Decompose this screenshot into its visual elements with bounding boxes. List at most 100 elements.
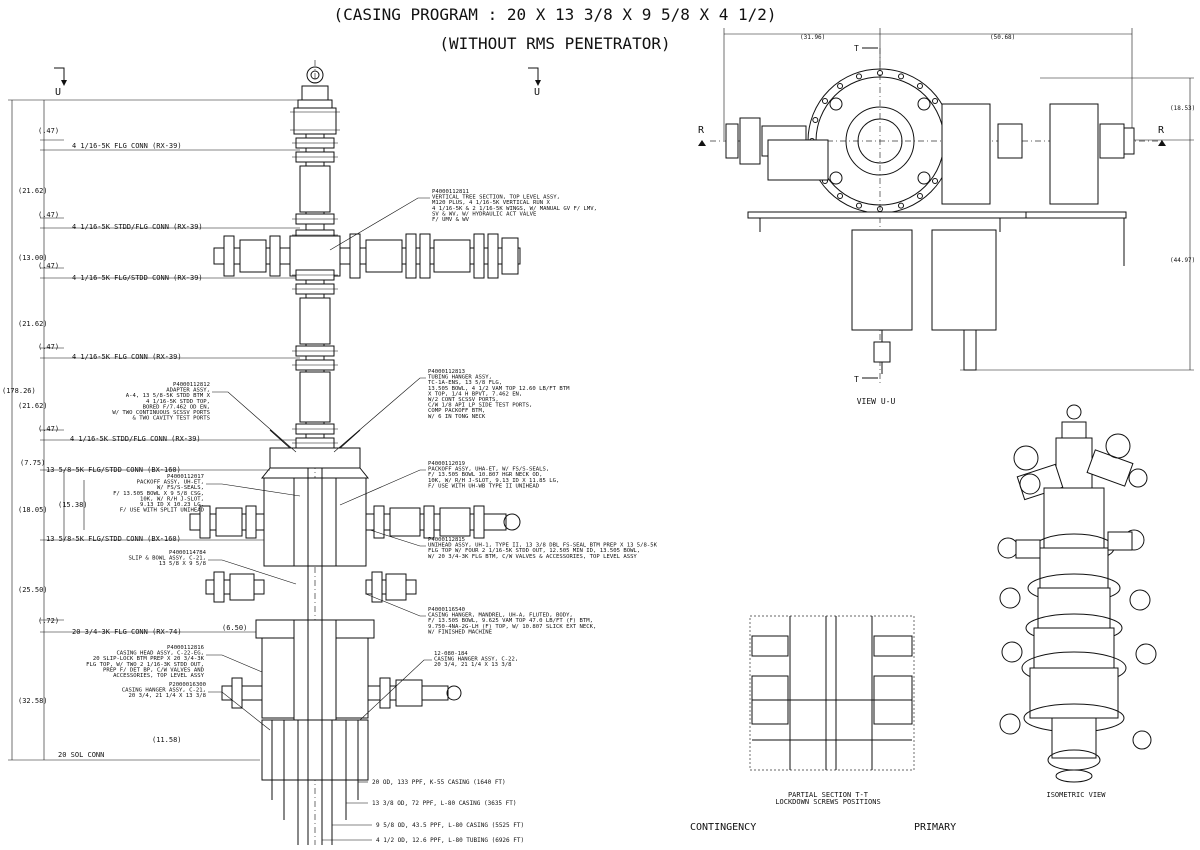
callout-left-1-line-0: P4000112017	[167, 474, 204, 480]
dim-left-1: (21.62)	[18, 187, 48, 195]
callout-right-2-line-1: PACKOFF ASSY, UHA-ET, W/ FS/S-SEALS,	[428, 467, 549, 473]
callout-left-0-line-0: P4000112812	[173, 382, 210, 388]
casing-string-0: 20 OD, 133 PPF, K-55 CASING (1640 FT)	[372, 779, 506, 786]
callout-right-4-line-4: W/ FINISHED MACHINE	[428, 629, 493, 635]
callout-left-0-line-1: ADAPTER ASSY,	[166, 388, 210, 394]
dim-right-0: (18.53)	[1170, 105, 1195, 112]
flange-bolt	[898, 202, 905, 209]
dim-left-11: (18.05)	[18, 506, 48, 514]
callout-right-4-line-1: CASING HANGER, MANDREL, UH-A, FLUTED, BO…	[428, 613, 573, 619]
callout-right-1-line-3: 13.505 BOWL, 4 1/2 VAM TOP 12.60 LB/FT B…	[428, 386, 570, 392]
view-uu-label: VIEW U-U	[857, 397, 896, 406]
flange-bolt	[916, 193, 923, 200]
casing-string-2: 9 5/8 OD, 43.5 PPF, L-80 CASING (5525 FT…	[376, 822, 524, 829]
callout-leaders	[206, 197, 432, 731]
conn-label-5: 13 5/8-5K FLG/STDD CONN (BX-160)	[46, 466, 181, 474]
flange-bolt	[932, 177, 939, 184]
dim-left-6: (.47)	[38, 343, 59, 351]
callout-left-1-line-2: W/ FS/S-SEALS,	[157, 485, 204, 491]
dim-top-1: (50.68)	[990, 34, 1015, 41]
dim-left-3: (13.00)	[18, 254, 48, 262]
callout-left-3-line-4: PREP F/ DET BP, C/W VALVES AND	[103, 667, 205, 673]
isometric-label: ISOMETRIC VIEW	[1046, 791, 1106, 799]
flange-bolt	[932, 98, 939, 105]
conn-label-4: 4 1/16-5K STDD/FLG CONN (RX-39)	[70, 435, 201, 443]
callout-left-0-line-6: & TWO CAVITY TEST PORTS	[133, 416, 210, 422]
callout-right-5-line-0: 12-080-184	[434, 651, 468, 657]
callout-right-3-line-2: FLG TOP W/ FOUR 2 1/16-5K STDD OUT, 12.5…	[428, 548, 640, 554]
dim-left-0: (.47)	[38, 127, 59, 135]
callout-right-2-line-4: F/ USE WITH UH-WB TYPE II UNIHEAD	[428, 483, 540, 489]
callout-right-3-line-3: W/ 20 3/4-3K FLG BTM, C/W VALVES & ACCES…	[428, 554, 637, 560]
isometric-view	[997, 404, 1157, 783]
callout-right-1-line-4: X TOP, 1/4 H BPVT, 7.462 EN,	[428, 391, 522, 397]
callout-right-1-line-2: TC-1A-ENS, 13 5/8 FLG,	[428, 380, 502, 386]
callout-left-0-line-5: W/ TWO CONTINUOUS SCSSV PORTS	[112, 410, 210, 416]
dim-left-7: (178.26)	[2, 387, 36, 395]
callout-right-1-line-0: P4000112813	[428, 369, 465, 375]
conn-label-8: 20 SOL CONN	[58, 751, 104, 759]
callout-left-3-line-2: 20 SLIP-LOCK BTM PREP X 20 3/4-3K	[93, 656, 205, 662]
flange-bolt	[898, 73, 905, 80]
casing-string-leaders	[322, 781, 372, 841]
section-marker-r-right: R	[1158, 125, 1165, 136]
flange-bolt	[855, 73, 862, 80]
flange-bolt	[855, 202, 862, 209]
conn-label-3: 4 1/16-5K FLG CONN (RX-39)	[72, 353, 182, 361]
callout-left-1-line-3: F/ 13.505 BOWL X 9 5/8 CSG,	[113, 491, 204, 497]
callout-left-1-line-5: 9.13 ID X 10.23 LG,	[140, 502, 204, 508]
callout-right-1-line-7: COMP PACKOFF BTM,	[428, 408, 485, 414]
callout-right-5-line-1: CASING HANGER ASSY, C-22,	[434, 657, 518, 663]
title-line-2: (WITHOUT RMS PENETRATOR)	[439, 34, 670, 53]
partial-section-tt	[749, 615, 915, 771]
callout-right-4-line-3: 9.750-4NA-2G-LH (F) TOP, W/ 10.807 SLICK…	[428, 624, 596, 630]
callout-right-1-line-8: W/ 6 IN TONG NECK	[428, 414, 486, 420]
primary-label: PRIMARY	[914, 822, 956, 833]
callout-left-2-line-1: SLIP & BOWL ASSY, C-21,	[129, 556, 206, 562]
callout-right-4-line-2: F/ 13.505 BOWL, 9.625 VAM TOP 47.0 LB/FT…	[428, 618, 593, 624]
dim-top-0: (31.96)	[800, 34, 825, 41]
callout-right-1-line-5: W/2 CONT SCSSV PORTS,	[428, 397, 499, 403]
dim-left-16: (32.58)	[18, 697, 48, 705]
callout-left-0-line-2: A-4, 13 5/8-5K STDD BTM X	[126, 393, 211, 399]
callout-right-0-line-0: P4000112811	[432, 189, 469, 195]
callout-right-3-line-1: UNIHEAD ASSY, UH-1, TYPE II, 13 3/8 DBL …	[428, 543, 658, 549]
dim-left-14: (.72)	[38, 617, 59, 625]
dim-left-12: (15.38)	[58, 501, 88, 509]
callout-right-2-line-2: F/ 13.505 BOWL 10.807 HGR NECK OD,	[428, 472, 543, 478]
callout-right-0-line-3: 4 1/16-5K & 2 1/16-5K WINGS, W/ MANUAL G…	[432, 206, 597, 212]
callout-right-5-line-2: 20 3/4, 21 1/4 X 13 3/8	[434, 662, 512, 668]
callout-left-3-line-1: CASING HEAD ASSY, C-22-EG,	[116, 651, 204, 657]
dim-left-15: (6.50)	[222, 624, 247, 632]
svg-text:U: U	[55, 87, 61, 98]
callout-right-0-line-4: SV & WV, W/ HYDRAULIC ACT VALVE	[432, 211, 537, 217]
callout-right-0-line-2: M120 PLUS, 4 1/16-5K VERTICAL RUN X	[432, 200, 551, 206]
section-marker-t-top: T	[854, 44, 859, 53]
dim-left-17: (11.58)	[152, 736, 182, 744]
dim-left-2: (.47)	[38, 211, 59, 219]
title-line-1: (CASING PROGRAM : 20 X 13 3/8 X 9 5/8 X …	[333, 5, 776, 24]
callout-right-0-line-5: F/ UMV & WV	[432, 217, 470, 223]
left-dimension-column	[8, 99, 300, 761]
section-tt-label-1: PARTIAL SECTION T-T	[788, 791, 869, 799]
contingency-label: CONTINGENCY	[690, 822, 756, 833]
section-tt-label-2: LOCKDOWN SCREWS POSITIONS	[775, 798, 880, 806]
dim-left-10: (7.75)	[20, 459, 45, 467]
dim-left-9: (.47)	[38, 425, 59, 433]
callout-right-2-line-3: 10K, W/ R/H J-SLOT, 9.13 ID X 11.85 LG,	[428, 478, 559, 484]
christmas-tree-elevation	[189, 60, 521, 845]
conn-label-0: 4 1/16-5K FLG CONN (RX-39)	[72, 142, 182, 150]
dim-left-8: (21.62)	[18, 402, 48, 410]
dim-left-13: (25.50)	[18, 586, 48, 594]
flange-bolt	[877, 70, 883, 76]
flange-bolt	[837, 193, 844, 200]
flange-bolt	[812, 116, 819, 123]
callout-right-1-line-1: TUBING HANGER ASSY,	[428, 375, 492, 381]
